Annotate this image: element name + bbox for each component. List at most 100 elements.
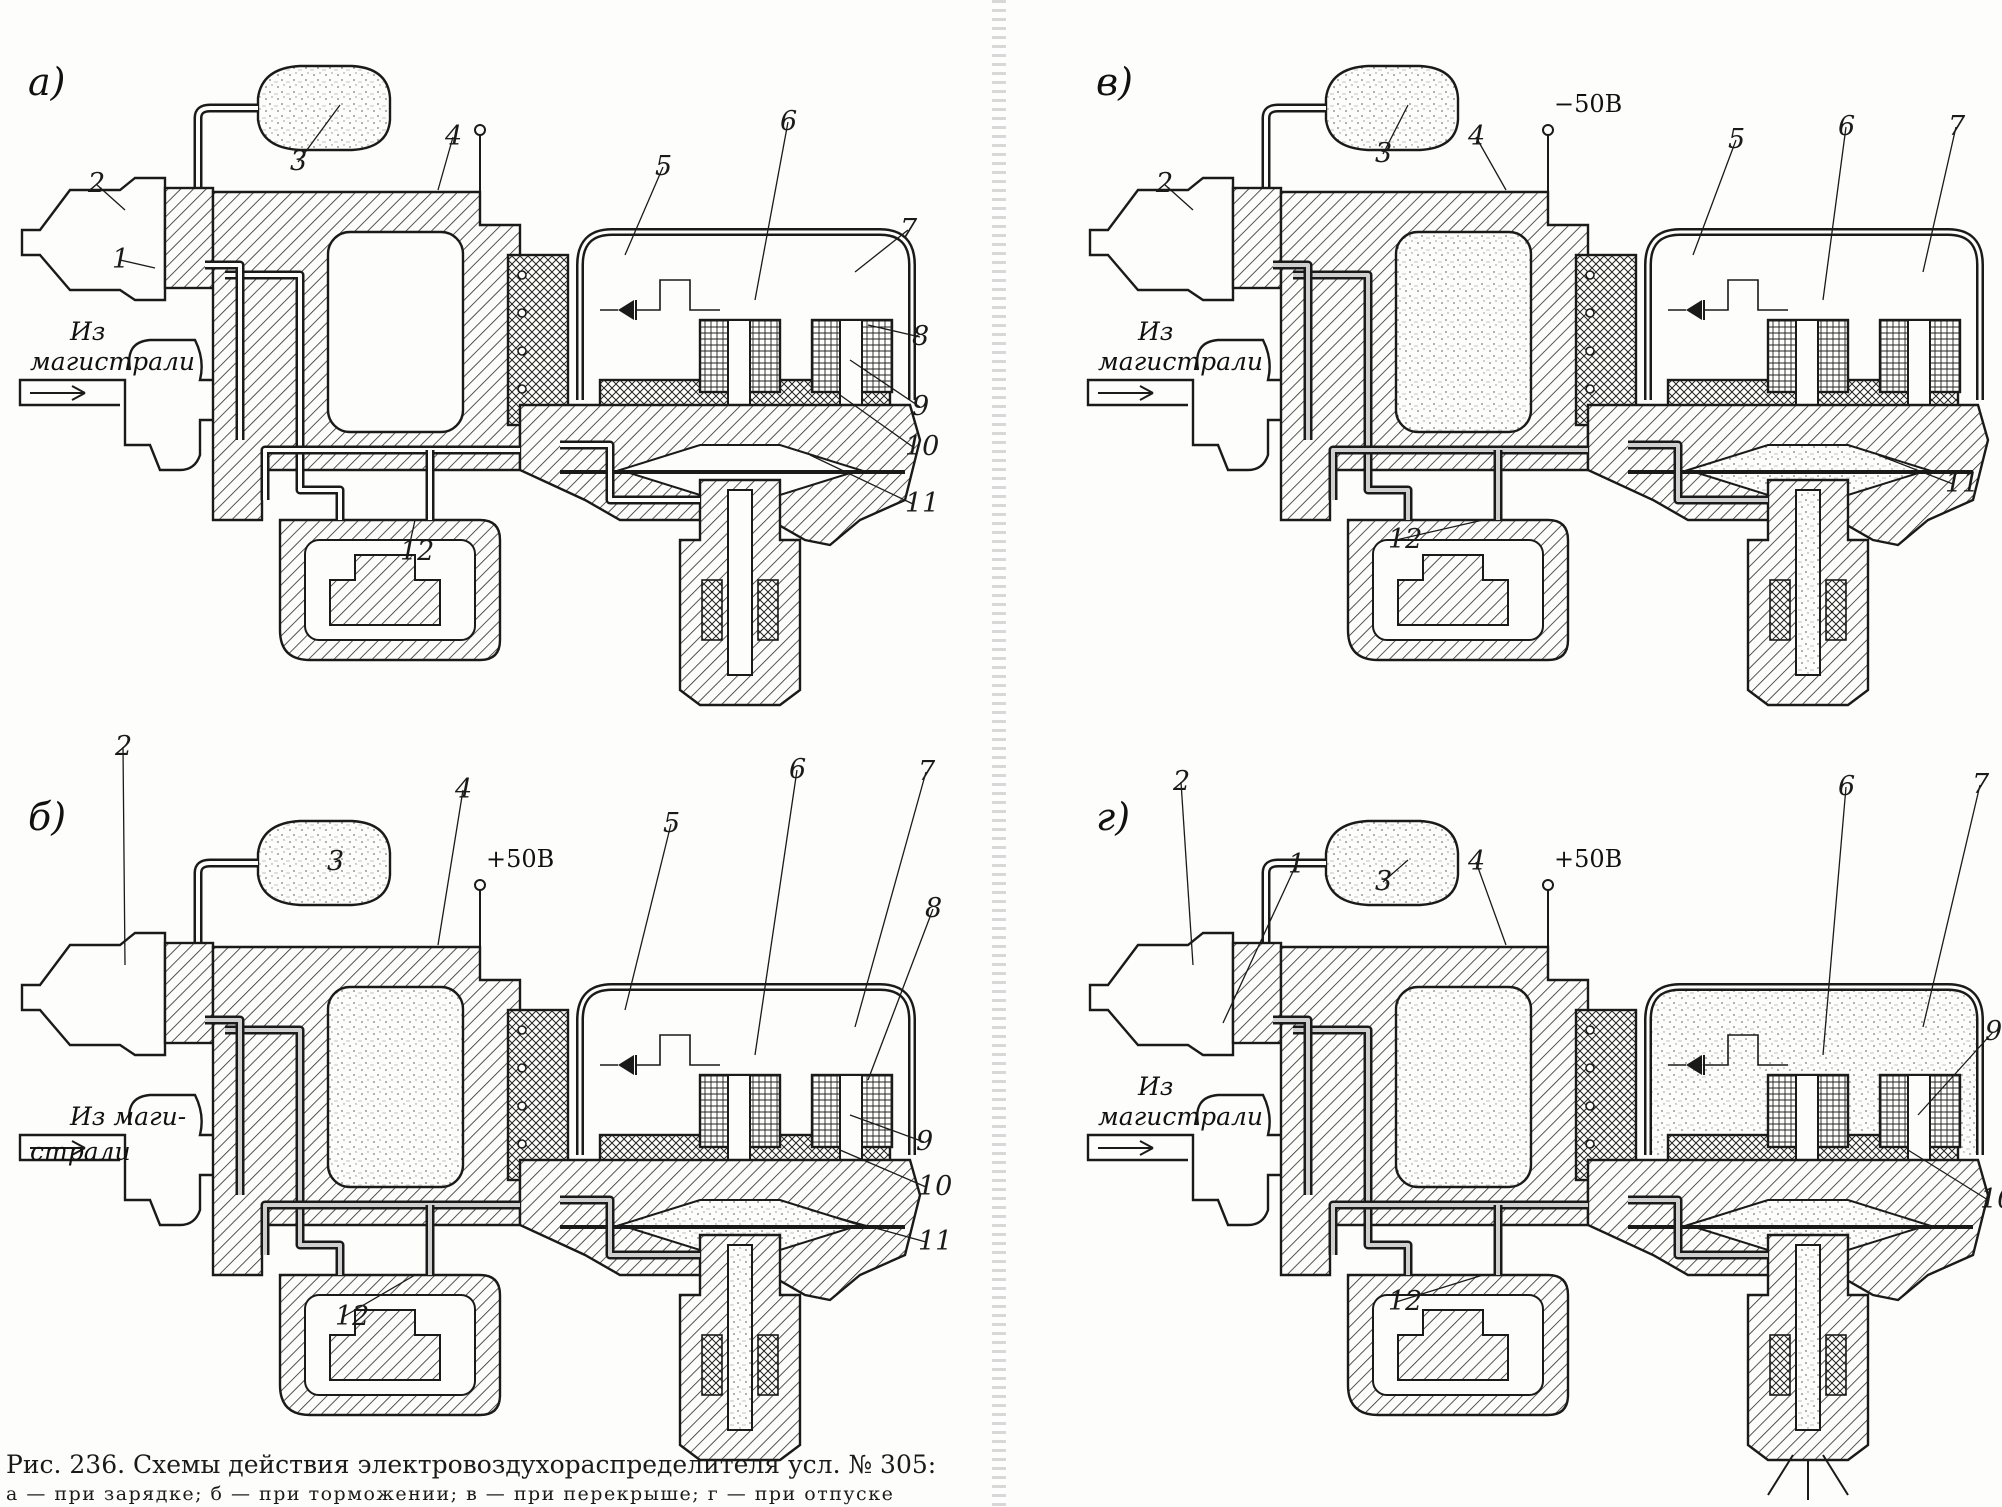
air-passage-bore-5 [205, 263, 242, 440]
air-passage-bore-1 [1293, 273, 1410, 520]
contact-4 [517, 1139, 527, 1149]
line-pipe-1 [1086, 338, 1290, 472]
contact-block [1574, 1008, 1638, 1182]
reservoir-pipe-bore [1264, 106, 1326, 210]
leader-12 [1395, 1274, 1484, 1303]
source-label-line2: магистрали [1098, 347, 1263, 376]
diode-5 [618, 1055, 634, 1075]
cock-2 [20, 176, 167, 302]
leader-4 [1475, 136, 1507, 191]
leader-9 [849, 359, 921, 408]
air-passage-bore-5 [1273, 263, 1310, 440]
flow-arrow-head [71, 1140, 86, 1156]
ref-numeral-6: 6 [1838, 771, 1855, 802]
leader-10 [1907, 1149, 1989, 1201]
air-passage-bore-5 [205, 1018, 242, 1195]
cock-2 [1088, 176, 1235, 302]
contact-2 [1585, 308, 1595, 318]
ref-numeral-8: 8 [912, 321, 929, 352]
reservoir-pipe-bore [196, 106, 258, 210]
contact-2 [1585, 1063, 1595, 1073]
air-passage-bore-4 [560, 1198, 700, 1257]
ref-numeral-3: 3 [327, 846, 344, 877]
source-label-line1: Из маги- [69, 1102, 186, 1131]
contact-1 [517, 1025, 527, 1035]
leader-11 [809, 454, 914, 505]
leader-2 [1180, 781, 1194, 966]
ref-numeral-8: 8 [925, 893, 942, 924]
leader-8 [867, 324, 921, 338]
valve-12-piston [329, 554, 441, 626]
leader-2 [122, 746, 126, 966]
valve-12-piston [329, 1309, 441, 1381]
ref-numeral-5: 5 [655, 151, 672, 182]
leader-5 [1692, 139, 1737, 256]
caption-title: Рис. 236. Схемы действия электровоздухор… [6, 1450, 937, 1479]
exhaust-arrows [1767, 1454, 1849, 1500]
ref-numeral-10: 10 [918, 1171, 952, 1202]
electric-cover-inner [1646, 985, 1982, 1155]
reservoir-pipe-bore [1264, 861, 1326, 965]
ref-numeral-4: 4 [444, 121, 462, 152]
electric-cover-inner [578, 230, 914, 400]
line-pipe-1 [18, 1093, 222, 1227]
leader-3 [1382, 859, 1409, 883]
air-passage-bore-2 [263, 448, 520, 500]
leader-3 [334, 859, 341, 863]
spring-left [701, 579, 723, 641]
cock-2 [20, 931, 167, 1057]
leader-6 [754, 769, 798, 1056]
cock-2 [1088, 931, 1235, 1057]
diode-wiring [600, 1034, 720, 1066]
spring-left [1769, 1334, 1791, 1396]
air-passage-bore-2 [1331, 1203, 1588, 1255]
leader-11 [1877, 454, 1954, 485]
chamber-4 [1394, 230, 1533, 434]
leader-3 [297, 104, 341, 163]
stem-10 [727, 489, 753, 676]
cock-2-flange [1231, 186, 1283, 290]
contact-4 [1585, 384, 1595, 394]
flow-arrow-head [1139, 385, 1154, 401]
leader-10 [839, 1149, 927, 1188]
reservoir-pipe-bore [196, 861, 258, 965]
ref-numeral-7: 7 [1972, 769, 1990, 800]
contact-3 [517, 1101, 527, 1111]
diode-wiring [1668, 1034, 1788, 1066]
air-passage-bore-2 [1331, 448, 1588, 500]
terminal-lead [474, 124, 486, 136]
ref-numeral-12: 12 [400, 536, 434, 567]
diode-5 [1686, 1055, 1702, 1075]
reservoir-3 [256, 64, 392, 152]
spring-left [1769, 579, 1791, 641]
chamber-4 [326, 985, 465, 1189]
stem-10 [1795, 489, 1821, 676]
ref-numeral-7: 7 [918, 756, 936, 787]
ref-numeral-4: 4 [1467, 121, 1485, 152]
source-label-line2: магистрали [30, 347, 195, 376]
ref-numeral-4: 4 [1467, 846, 1485, 877]
contact-3 [1585, 1101, 1595, 1111]
ref-numeral-2: 2 [87, 168, 105, 199]
terminal-lead [1542, 124, 1554, 136]
leader-9 [1917, 1031, 1994, 1116]
contact-3 [1585, 346, 1595, 356]
diode-wiring [1668, 279, 1788, 311]
reservoir-3 [1324, 819, 1460, 907]
leader-10 [839, 394, 914, 448]
valve-12-piston [1397, 554, 1509, 626]
diode-5 [1686, 300, 1702, 320]
ref-numeral-2: 2 [1155, 168, 1173, 199]
ref-numeral-5: 5 [663, 808, 680, 839]
ref-numeral-7: 7 [1948, 111, 1966, 142]
diode-wiring [600, 279, 720, 311]
contact-4 [1585, 1139, 1595, 1149]
ref-numeral-3: 3 [290, 146, 307, 177]
ref-numeral-11: 11 [1945, 468, 1979, 499]
leader-3 [1382, 104, 1409, 155]
leader-11 [809, 1209, 927, 1243]
flow-arrow-head [71, 385, 86, 401]
ref-numeral-3: 3 [1375, 866, 1392, 897]
